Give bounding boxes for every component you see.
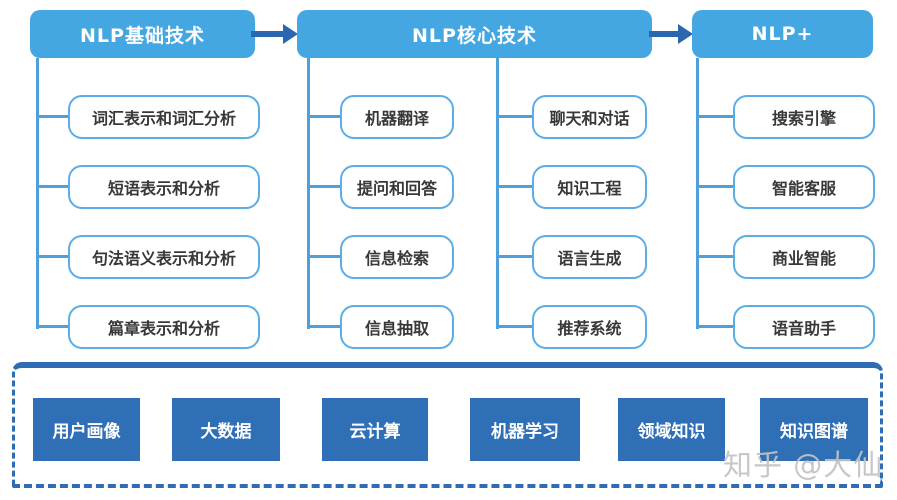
connector-spine <box>307 58 310 329</box>
foundation-domain-knowledge: 领域知识 <box>618 398 725 461</box>
foundation-dashed-container <box>12 362 883 488</box>
node-knowledge-engineering: 知识工程 <box>532 165 647 209</box>
foundation-machine-learning: 机器学习 <box>470 398 580 461</box>
node-search-engine: 搜索引擎 <box>733 95 875 139</box>
arrow-right-icon <box>649 24 693 44</box>
node-information-retrieval: 信息检索 <box>340 235 454 279</box>
connector-spine <box>696 58 699 329</box>
node-phrase-representation: 短语表示和分析 <box>68 165 260 209</box>
connector-tick <box>307 325 340 328</box>
connector-tick <box>307 185 340 188</box>
connector-spine <box>36 58 39 329</box>
node-lexical-representation: 词汇表示和词汇分析 <box>68 95 260 139</box>
arrow-right-icon <box>251 24 298 44</box>
connector-spine <box>496 58 499 329</box>
node-intelligent-customer-service: 智能客服 <box>733 165 875 209</box>
connector-tick <box>36 115 68 118</box>
foundation-cloud-computing: 云计算 <box>322 398 428 461</box>
node-machine-translation: 机器翻译 <box>340 95 454 139</box>
connector-tick <box>36 325 68 328</box>
connector-tick <box>496 185 532 188</box>
node-discourse-representation: 篇章表示和分析 <box>68 305 260 349</box>
connector-tick <box>696 115 733 118</box>
node-information-extraction: 信息抽取 <box>340 305 454 349</box>
node-language-generation: 语言生成 <box>532 235 647 279</box>
node-voice-assistant: 语音助手 <box>733 305 875 349</box>
foundation-user-profile: 用户画像 <box>33 398 140 461</box>
connector-tick <box>496 255 532 258</box>
node-business-intelligence: 商业智能 <box>733 235 875 279</box>
connector-tick <box>496 115 532 118</box>
foundation-knowledge-graph: 知识图谱 <box>760 398 868 461</box>
connector-tick <box>36 255 68 258</box>
header-nlp-basic-tech: NLP基础技术 <box>30 10 255 58</box>
watermark: 知乎 @大仙 <box>723 448 884 482</box>
header-nlp-core-tech: NLP核心技术 <box>297 10 652 58</box>
foundation-big-data: 大数据 <box>172 398 280 461</box>
connector-tick <box>696 325 733 328</box>
header-nlp-plus: NLP+ <box>692 10 873 58</box>
connector-tick <box>307 255 340 258</box>
node-question-answering: 提问和回答 <box>340 165 454 209</box>
connector-tick <box>696 255 733 258</box>
node-chat-dialogue: 聊天和对话 <box>532 95 647 139</box>
connector-tick <box>36 185 68 188</box>
connector-tick <box>307 115 340 118</box>
node-syntax-semantics: 句法语义表示和分析 <box>68 235 260 279</box>
connector-tick <box>696 185 733 188</box>
connector-tick <box>496 325 532 328</box>
node-recommender-system: 推荐系统 <box>532 305 647 349</box>
